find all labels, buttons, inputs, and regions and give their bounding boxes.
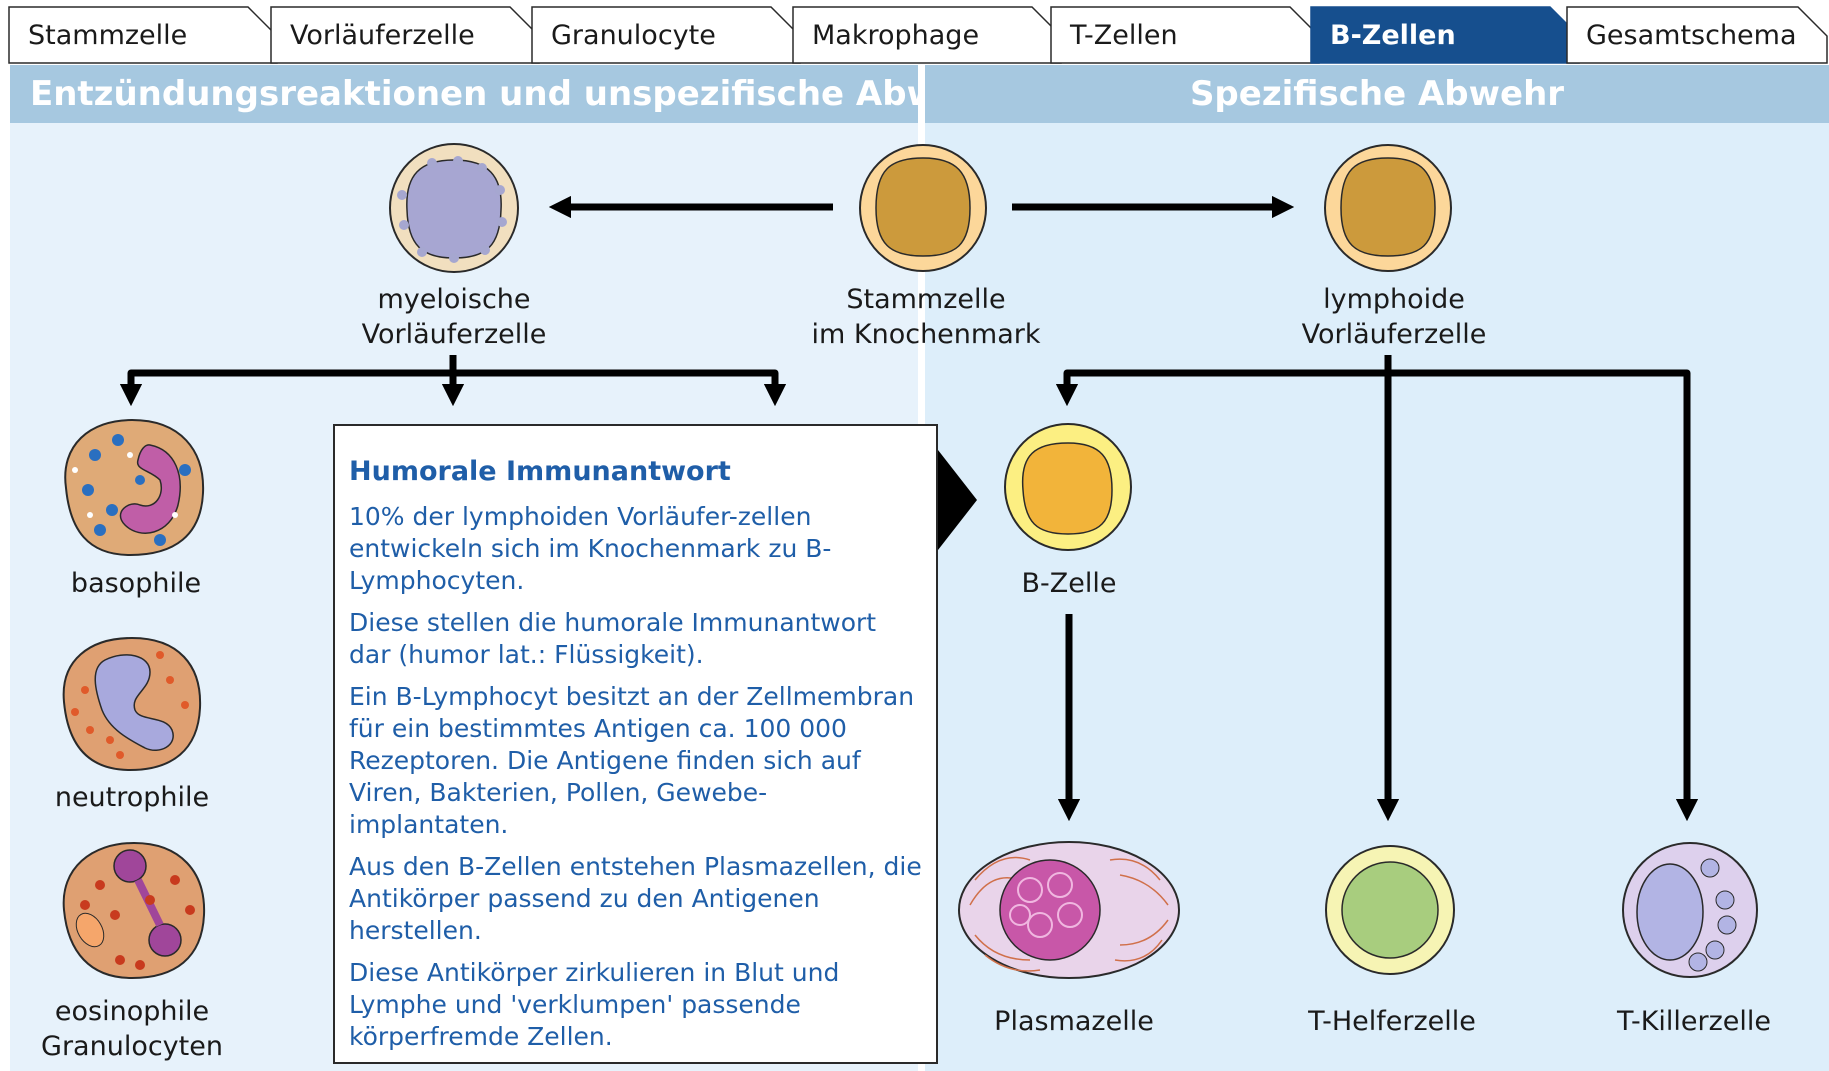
label-t-helper-cell: T-Helferzelle	[1308, 1006, 1476, 1037]
label-eosinophile: eosinophile Granulocyten	[41, 994, 223, 1064]
lymphoid-branch-arrows	[1055, 355, 1699, 822]
tab-label: Stammzelle	[28, 20, 188, 51]
tab-shape	[8, 6, 278, 64]
label-t-killer-cell: T-Killerzelle	[1616, 1006, 1772, 1037]
info-paragraph: Diese Antikörper zirkulieren in Blut und…	[349, 958, 840, 1051]
tab-label: B-Zellen	[1330, 20, 1456, 51]
tab-bar: Stammzelle Vorläuferzelle Granulocyte Ma…	[0, 0, 1829, 65]
tab-shape	[792, 6, 1062, 64]
label-line: myeloische	[377, 284, 531, 315]
label-stem-cell: Stammzelle im Knochenmark	[812, 282, 1041, 352]
tab-label: Granulocyte	[551, 20, 716, 51]
label-line: Vorläuferzelle	[1301, 319, 1487, 350]
tab-label: Makrophage	[812, 20, 980, 51]
stem-cell	[859, 144, 987, 272]
label-line: Granulocyten	[41, 1031, 223, 1062]
tab-vorlaeuferzelle[interactable]: Vorläuferzelle	[270, 6, 540, 64]
myeloid-branch-arrows	[119, 355, 787, 407]
t-killer-cell	[1622, 842, 1758, 978]
b-cell	[1004, 423, 1132, 551]
tab-shape	[270, 6, 540, 64]
tab-makrophage[interactable]: Makrophage	[792, 6, 1062, 64]
label-basophile: basophile	[70, 568, 202, 599]
label-myeloid-progenitor: myeloische Vorläuferzelle	[362, 282, 547, 352]
tab-shape	[1566, 6, 1828, 64]
info-paragraph: Aus den B-Zellen entstehen Plasmazellen,…	[349, 852, 922, 945]
plasma-cell	[958, 841, 1180, 979]
tab-stammzelle[interactable]: Stammzelle	[8, 6, 278, 64]
info-title: Humorale Immunantwort	[349, 456, 731, 487]
info-paragraph: Diese stellen die humorale Immunantwort …	[349, 608, 877, 669]
tab-t-zellen[interactable]: T-Zellen	[1050, 6, 1320, 64]
header-specific: Spezifische Abwehr	[925, 65, 1829, 123]
info-paragraph: Ein B-Lymphocyt besitzt an der Zellmembr…	[349, 682, 915, 839]
header-unspecific: Entzündungsreaktionen und unspezifische …	[10, 65, 1002, 123]
t-helper-cell	[1325, 845, 1455, 975]
basophile-cell	[64, 418, 205, 557]
lymphoid-progenitor-cell	[1324, 144, 1452, 272]
tab-shape	[531, 6, 801, 64]
label-b-cell: B-Zelle	[1021, 568, 1117, 599]
label-line: lymphoide	[1323, 284, 1465, 315]
tab-label: T-Zellen	[1070, 20, 1178, 51]
label-line: im Knochenmark	[811, 319, 1041, 350]
label-line: eosinophile	[54, 996, 210, 1027]
infobox-pointer	[938, 450, 977, 550]
label-line: Stammzelle	[846, 284, 1006, 315]
tab-b-zellen[interactable]: B-Zellen	[1310, 6, 1580, 64]
label-line: Vorläuferzelle	[361, 319, 547, 350]
tab-shape	[1310, 6, 1580, 64]
tab-shape	[1050, 6, 1320, 64]
tab-granulocyte[interactable]: Granulocyte	[531, 6, 801, 64]
label-plasma-cell: Plasmazelle	[994, 1006, 1154, 1037]
info-paragraph: 10% der lymphoiden Vorläufer-zellen entw…	[349, 502, 832, 595]
myeloid-progenitor-cell	[389, 143, 519, 273]
tab-label: Vorläuferzelle	[290, 20, 475, 51]
tab-label: Gesamtschema	[1586, 20, 1797, 51]
eosinophile-cell	[62, 841, 206, 980]
label-lymphoid-progenitor: lymphoide Vorläuferzelle	[1302, 282, 1487, 352]
neutrophile-cell	[62, 636, 202, 772]
info-box-humoral-response: Humorale Immunantwort 10% der lymphoiden…	[333, 424, 938, 1064]
tab-gesamtschema[interactable]: Gesamtschema	[1566, 6, 1828, 64]
label-neutrophile: neutrophile	[54, 782, 210, 813]
